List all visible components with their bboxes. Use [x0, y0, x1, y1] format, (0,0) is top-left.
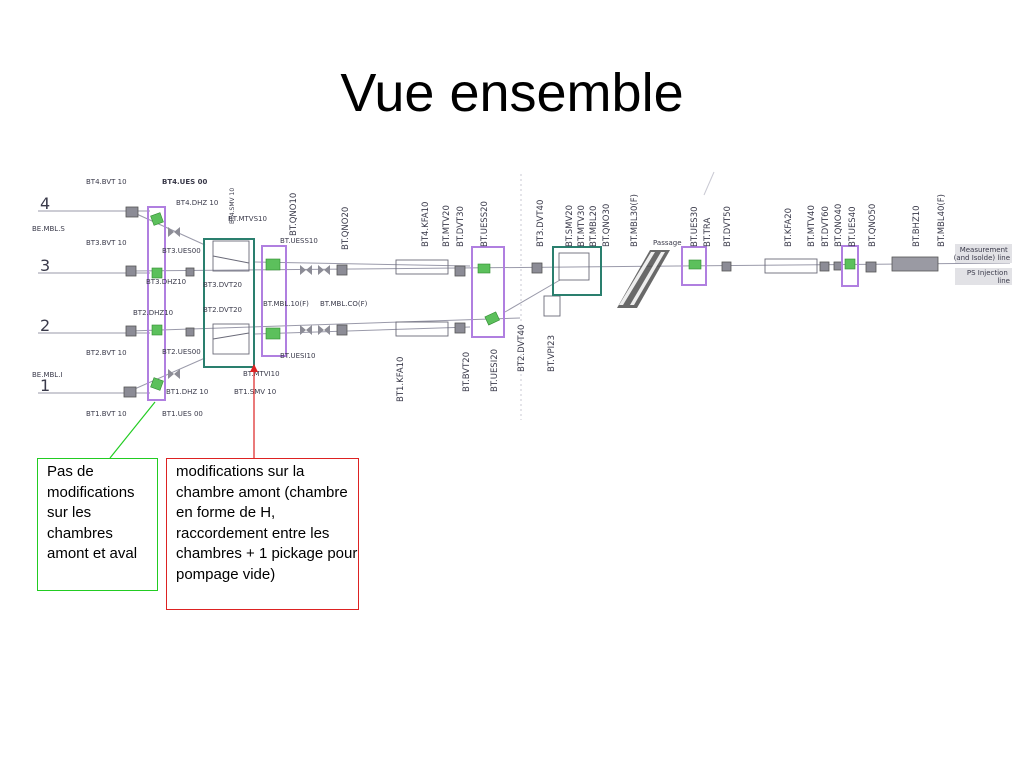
label-bt2-dhz10: BT2.DHZ10 — [133, 309, 173, 317]
label-bt-dvt60: BT.DVT60 — [821, 206, 831, 247]
label-bt3-dhz10: BT3.DHZ10 — [146, 278, 186, 286]
label-bt-uess20: BT.UESS20 — [480, 201, 490, 247]
green-pointer-line — [109, 401, 156, 459]
label-bt4-bvt10: BT4.BVT 10 — [86, 178, 127, 186]
label-bt4-smv10: BT4.SMV 10 — [229, 188, 236, 224]
label-bt-mtv20: BT.MTV20 — [442, 205, 452, 247]
highlight-ues20 — [471, 246, 505, 338]
row-number-1: 1 — [40, 376, 50, 395]
label-bt2-ues00: BT2.UES00 — [162, 348, 201, 356]
label-be-mbl-i: BE.MBL.I — [32, 371, 62, 379]
label-bt-vpi23: BT.VPI23 — [547, 335, 557, 372]
label-bt-qno20: BT.QNO20 — [341, 207, 351, 250]
callout-pointers — [109, 364, 258, 459]
label-bt-ues40: BT.UES40 — [848, 206, 858, 247]
label-bt2-bvt10: BT2.BVT 10 — [86, 349, 127, 357]
label-bt-uesi10: BT.UESI10 — [280, 352, 315, 360]
label-measurement-line-1: Measurement — [960, 246, 1008, 254]
slide-title: Vue ensemble — [340, 63, 684, 123]
label-bt-dvt30: BT.DVT30 — [456, 206, 466, 247]
label-bt3-dvt40: BT3.DVT40 — [536, 200, 546, 247]
label-bt-mbl10f: BT.MBL.10(F) — [263, 300, 309, 308]
label-bt-mtvi10: BT.MTVI10 — [243, 370, 280, 378]
row-number-2: 2 — [40, 316, 50, 335]
label-bt-mbl30f: BT.MBL30(F) — [630, 194, 640, 247]
label-bt4-kfa10: BT4.KFA10 — [421, 202, 431, 247]
label-bt-mtv30: BT.MTV30 — [577, 205, 587, 247]
label-passage: Passage — [653, 239, 682, 247]
green-elements — [150, 212, 856, 391]
label-bt4-dhz10: BT4.DHZ 10 — [176, 199, 218, 207]
label-bt2-dvt40: BT2.DVT40 — [517, 325, 527, 372]
label-bt-mbl20: BT.MBL20 — [589, 206, 599, 247]
label-bt-mtvs10: BT.MTVS10 — [228, 215, 267, 223]
label-bt4-ues00: BT4.UES 00 — [162, 178, 207, 186]
label-bt3-ues00: BT3.UES00 — [162, 247, 201, 255]
label-bt-bvt20: BT.BVT20 — [462, 352, 472, 392]
highlight-ues40 — [841, 245, 859, 287]
red-pointer-arrow — [250, 364, 258, 372]
label-bt-qno30: BT.QNO30 — [602, 204, 612, 247]
callout-no-modifications: Pas de modifications sur les chambres am… — [37, 458, 158, 591]
label-bt-dvt50: BT.DVT50 — [723, 206, 733, 247]
label-bt3-bvt10: BT3.BVT 10 — [86, 239, 127, 247]
label-bt-qno50: BT.QNO50 — [868, 204, 878, 247]
label-measurement-line: Measurement (and Isolde) line — [954, 246, 1010, 262]
highlight-smv20 — [552, 246, 602, 296]
label-ps-injection-line-2: line — [997, 277, 1010, 285]
horizontal-labels: BT4.BVT 10 BT4.UES 00 BT4.DHZ 10 BE.MBL.… — [32, 178, 682, 418]
teal-highlights — [203, 238, 602, 368]
purple-highlights — [147, 206, 859, 401]
device-blocks — [123, 206, 939, 398]
label-be-mbl-s: BE.MBL.S — [32, 225, 65, 233]
row-number-3: 3 — [40, 256, 50, 275]
callout-upstream-modifications: modifications sur la chambre amont (cham… — [166, 458, 359, 610]
label-bt1-dhz10: BT1.DHZ 10 — [166, 388, 208, 396]
highlight-dvt20-chambers — [203, 238, 255, 368]
label-bt2-dvt20: BT2.DVT20 — [203, 306, 242, 314]
label-bt1-ues00: BT1.UES 00 — [162, 410, 203, 418]
valve-symbols — [168, 227, 330, 379]
label-bt1-bvt10: BT1.BVT 10 — [86, 410, 127, 418]
label-bt-mbl40f: BT.MBL40(F) — [937, 194, 947, 247]
label-bt-tra: BT.TRA — [703, 218, 713, 247]
label-bt-bhz10: BT.BHZ10 — [912, 205, 922, 247]
label-bt-uess10: BT.UESS10 — [280, 237, 318, 245]
label-bt-qno10: BT.QNO10 — [289, 193, 299, 236]
label-bt-smv20: BT.SMV20 — [565, 205, 575, 247]
label-bt1-kfa10: BT1.KFA10 — [396, 357, 406, 402]
highlight-ues30 — [681, 246, 707, 286]
label-bt-mbl-co: BT.MBL.CO(F) — [320, 300, 368, 308]
label-bt1-smv10: BT1.SMV 10 — [234, 388, 276, 396]
label-ps-injection-line: PS Injection line — [967, 269, 1010, 285]
label-bt-qno40: BT.QNO40 — [834, 204, 844, 247]
label-bt-mtv40: BT.MTV40 — [807, 205, 817, 247]
label-bt-uesi20: BT.UESI20 — [490, 349, 500, 392]
label-bt-kfa20: BT.KFA20 — [784, 208, 794, 247]
label-measurement-line-2: (and Isolde) line — [954, 254, 1010, 262]
vertical-labels: BT4.SMV 10 BT.QNO10 BT.QNO20 BT4.KFA10 B… — [229, 188, 947, 402]
label-bt3-dvt20: BT3.DVT20 — [203, 281, 242, 289]
chamber-boxes — [212, 240, 818, 355]
label-ps-injection-line-1: PS Injection — [967, 269, 1008, 277]
destination-labels: Measurement (and Isolde) line PS Injecti… — [954, 244, 1012, 285]
label-bt-ues30: BT.UES30 — [690, 206, 700, 247]
row-number-4: 4 — [40, 194, 50, 213]
passage-hatch — [617, 250, 670, 308]
highlight-upstream-ues — [147, 206, 166, 401]
highlight-ues10 — [261, 245, 287, 357]
scan-background — [30, 170, 1015, 425]
